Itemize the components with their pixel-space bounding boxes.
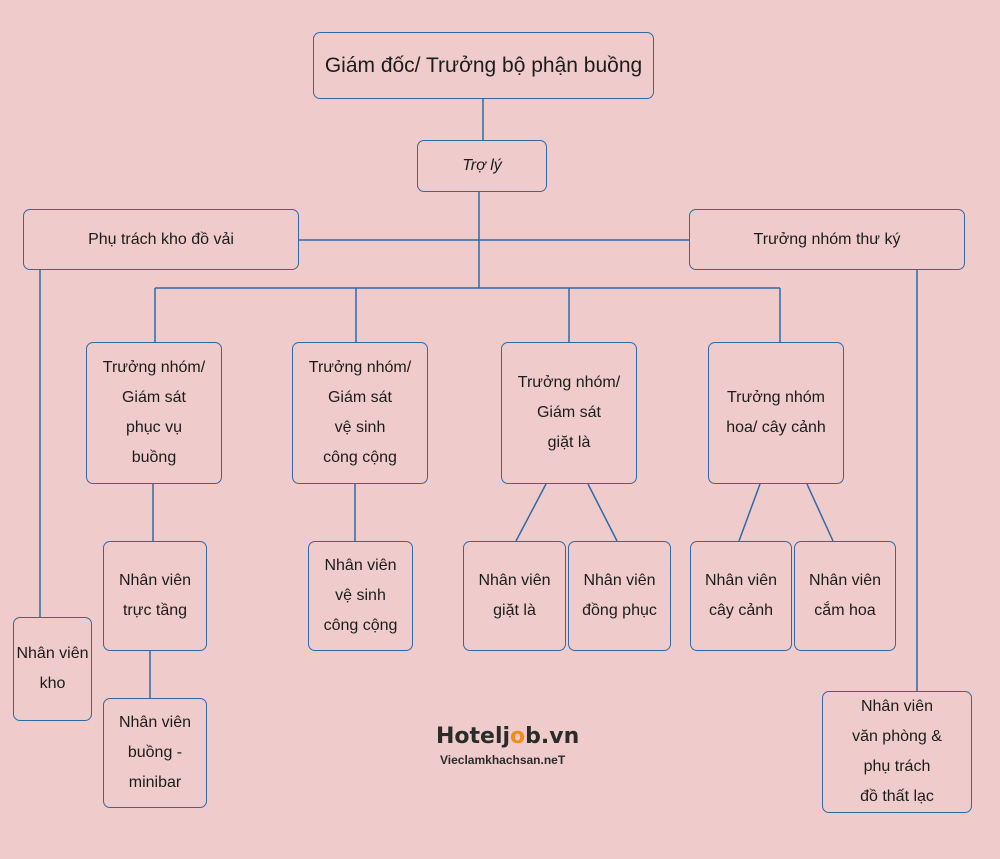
lead-flowers-box: Trưởng nhóm hoa/ cây cảnh [708,342,844,484]
supervisor-rooms-label: Trưởng nhóm/ Giám sát phục vụ buồng [102,359,206,466]
logo-brand-prefix: Hotelj [436,724,511,749]
staff-storage-label: Nhân viên kho [16,645,89,692]
staff-minibar-box: Nhân viên buồng - minibar [103,698,207,808]
staff-uniform-box: Nhân viên đồng phục [568,541,671,651]
staff-laundry-label: Nhân viên giặt là [478,572,551,619]
staff-minibar-label: Nhân viên buồng - minibar [118,714,192,791]
director-label: Giám đốc/ Trưởng bộ phận buồng [324,53,643,77]
secretary-lead-box: Trưởng nhóm thư ký [689,209,965,270]
staff-flowers-box: Nhân viên cắm hoa [794,541,896,651]
staff-office-box: Nhân viên văn phòng & phụ trách đồ thất … [822,691,972,813]
logo-subtitle: Vieclamkhachsan.neT [440,753,566,767]
staff-laundry-box: Nhân viên giặt là [463,541,566,651]
supervisor-public-box: Trưởng nhóm/ Giám sát vệ sinh công cộng [292,342,428,484]
staff-storage-box: Nhân viên kho [13,617,92,721]
assistant-box: Trợ lý [417,140,547,192]
staff-flowers-label: Nhân viên cắm hoa [808,572,882,619]
supervisor-laundry-label: Trưởng nhóm/ Giám sát giặt là [517,374,621,451]
staff-floor-label: Nhân viên trực tầng [118,572,192,619]
assistant-label: Trợ lý [462,157,502,174]
logo-brand-o: o [510,724,526,749]
staff-uniform-label: Nhân viên đồng phục [582,572,657,619]
supervisor-public-label: Trưởng nhóm/ Giám sát vệ sinh công cộng [308,359,412,466]
staff-plants-box: Nhân viên cây cảnh [690,541,792,651]
staff-office-label: Nhân viên văn phòng & phụ trách đồ thất … [852,698,942,805]
hoteljob-logo: Hoteljob.vn Vieclamkhachsan.neT [436,722,580,768]
director-box: Giám đốc/ Trưởng bộ phận buồng [313,32,654,99]
staff-plants-label: Nhân viên cây cảnh [704,572,778,619]
supervisor-laundry-box: Trưởng nhóm/ Giám sát giặt là [501,342,637,484]
logo-brand: Hoteljob.vn [436,722,580,752]
linen-manager-label: Phụ trách kho đồ vải [88,230,234,248]
lead-flowers-label: Trưởng nhóm hoa/ cây cảnh [726,389,826,436]
linen-manager-box: Phụ trách kho đồ vải [23,209,299,270]
staff-public-label: Nhân viên vệ sinh công cộng [323,557,398,634]
staff-public-box: Nhân viên vệ sinh công cộng [308,541,413,651]
secretary-lead-label: Trưởng nhóm thư ký [753,230,901,248]
supervisor-rooms-box: Trưởng nhóm/ Giám sát phục vụ buồng [86,342,222,484]
logo-brand-suffix: b.vn [525,724,580,749]
staff-floor-box: Nhân viên trực tầng [103,541,207,651]
